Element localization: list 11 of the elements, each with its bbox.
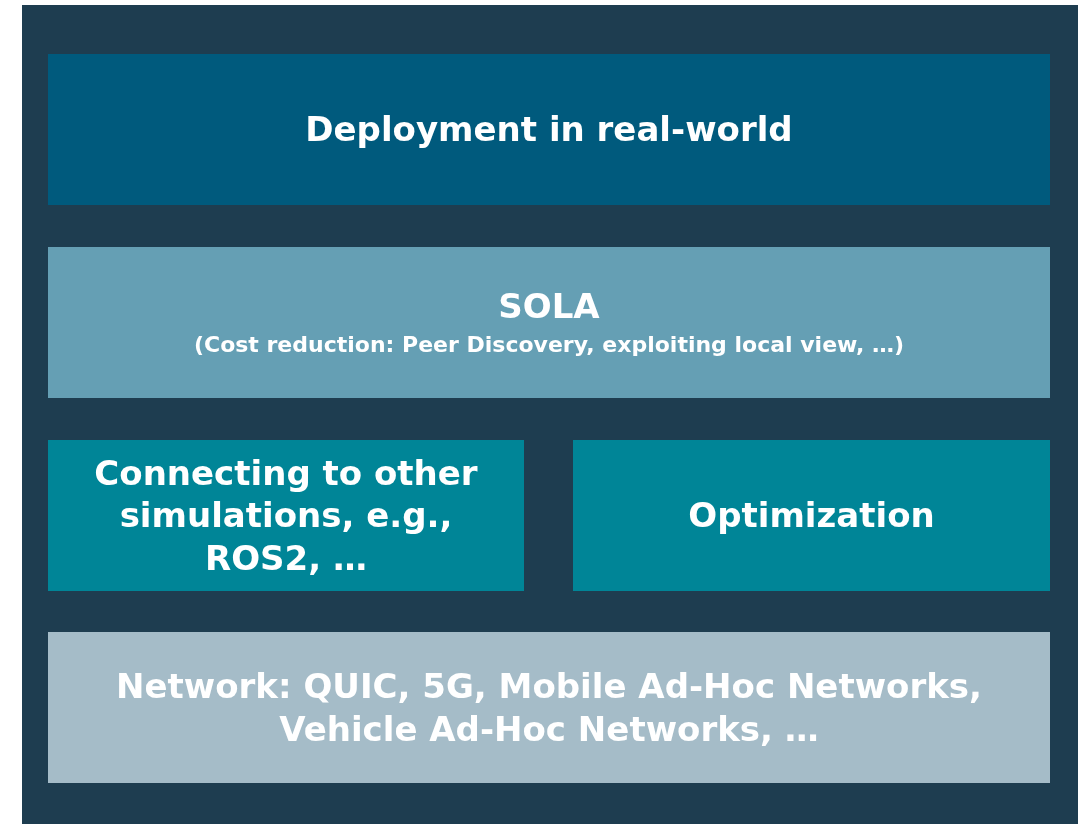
layer-title: SOLA [498,284,600,328]
layer-box [48,247,1050,398]
layer-title: Network: QUIC, 5G, Mobile Ad-Hoc Networks, Vehicle Ad-Hoc Networks, … [115,665,983,750]
layer-box [573,440,1050,591]
layer-subtitle: (Cost reduction: Peer Discovery, exploiting local view, …) [193,331,905,360]
layer-title: Connecting to other simulations, e.g., ROS2, … [93,451,479,580]
layer-box [48,632,1050,783]
layer-box [48,54,1050,205]
layer-title: Deployment in real-world [305,108,793,151]
layer-title: Optimization [688,494,935,537]
layer-box [48,440,524,591]
